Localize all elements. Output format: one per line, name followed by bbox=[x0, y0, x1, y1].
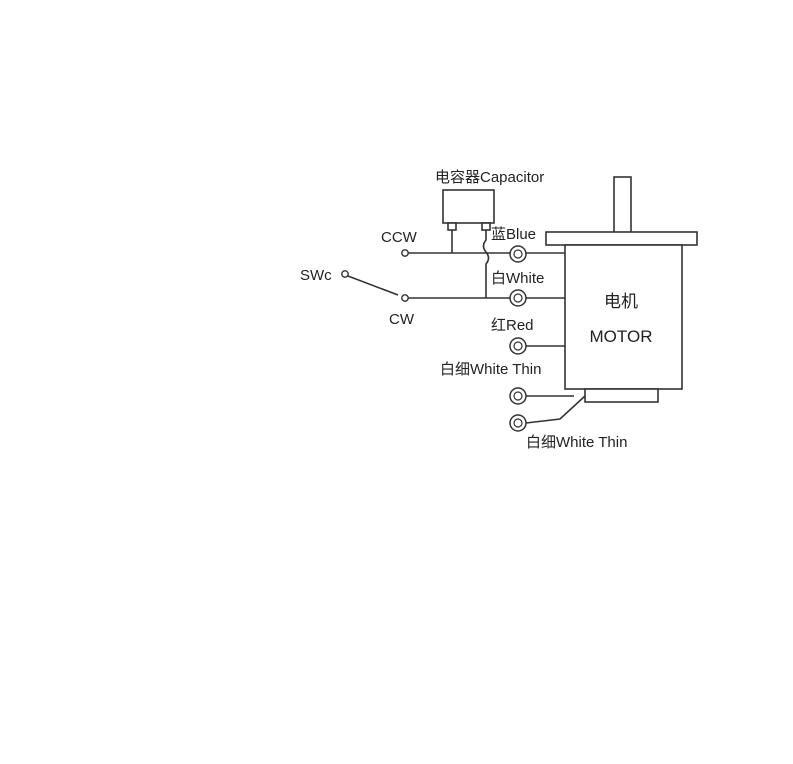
switch-cw-label: CW bbox=[389, 311, 415, 328]
selector-switch: SWc CCW CW bbox=[300, 229, 418, 328]
motor-flange bbox=[545, 231, 698, 246]
motor-name-cn: 电机 bbox=[604, 292, 638, 311]
capacitor-lead-right bbox=[482, 230, 490, 298]
switch-ccw-node bbox=[401, 249, 409, 257]
switch-ccw-label: CCW bbox=[381, 229, 418, 246]
capacitor-label: 电容器Capacitor bbox=[435, 169, 544, 186]
motor: 电机 MOTOR bbox=[545, 176, 698, 403]
wire-blue-label: 蓝Blue bbox=[491, 226, 536, 243]
motor-name-en: MOTOR bbox=[590, 327, 653, 346]
switch-cw-node bbox=[401, 294, 409, 302]
terminal-red bbox=[509, 337, 527, 355]
motor-base bbox=[584, 388, 659, 403]
switch-blade bbox=[347, 275, 399, 296]
wire-white-thin-2 bbox=[525, 395, 586, 424]
wire-white-label: 白White bbox=[491, 270, 544, 287]
terminal-white-thin-1 bbox=[509, 387, 527, 405]
terminal-white bbox=[509, 289, 527, 307]
capacitor-pin-left bbox=[447, 222, 457, 231]
capacitor: 电容器Capacitor bbox=[435, 169, 544, 298]
capacitor-body bbox=[442, 189, 495, 224]
terminal-blue bbox=[509, 245, 527, 263]
motor-body bbox=[564, 244, 683, 390]
wire-red-label: 红Red bbox=[491, 317, 534, 334]
switch-common-node bbox=[341, 270, 349, 278]
capacitor-pin-right bbox=[481, 222, 491, 231]
motor-shaft bbox=[613, 176, 632, 234]
wire-white-thin-2-label: 白细White Thin bbox=[526, 434, 627, 451]
wire-white-thin-1-label: 白细White Thin bbox=[440, 361, 541, 378]
switch-common-label: SWc bbox=[300, 267, 332, 284]
terminal-white-thin-2 bbox=[509, 414, 527, 432]
